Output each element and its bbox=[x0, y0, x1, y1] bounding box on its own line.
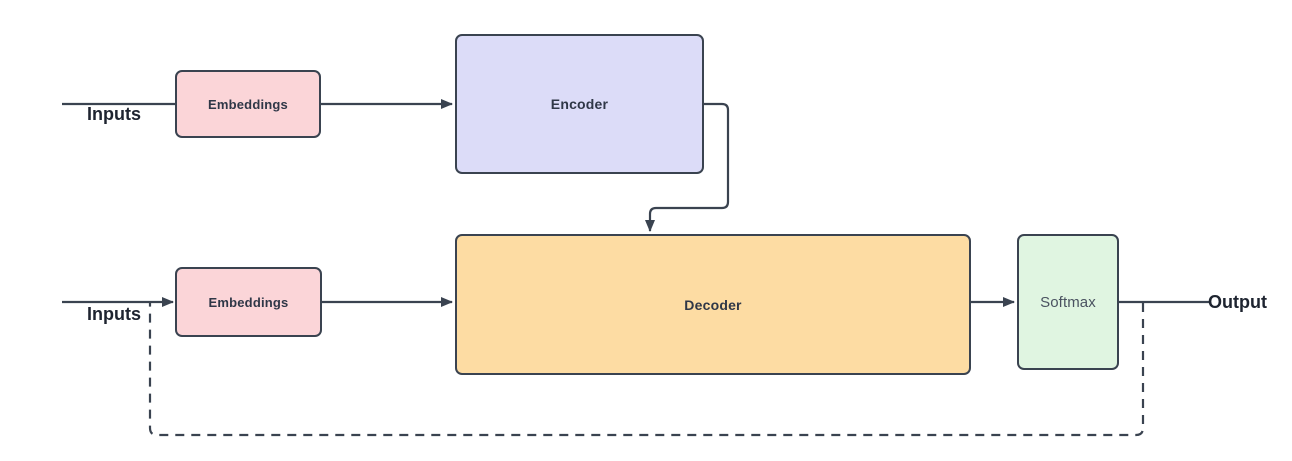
node-embeddings-bottom-label: Embeddings bbox=[208, 294, 289, 310]
edge-label-inputs-top: Inputs bbox=[87, 104, 141, 124]
node-decoder-label: Decoder bbox=[684, 296, 742, 313]
connector-feedback-loop-dashed bbox=[148, 303, 1145, 437]
node-softmax: Softmax bbox=[1017, 234, 1119, 370]
node-encoder: Encoder bbox=[455, 34, 704, 174]
node-decoder: Decoder bbox=[455, 234, 971, 375]
node-embeddings-top: Embeddings bbox=[175, 70, 321, 138]
node-embeddings-bottom: Embeddings bbox=[175, 267, 322, 337]
node-encoder-label: Encoder bbox=[550, 96, 609, 112]
edge-label-output: Output bbox=[1208, 292, 1267, 312]
node-softmax-label: Softmax bbox=[1040, 293, 1096, 311]
edge-label-inputs-bottom: Inputs bbox=[87, 304, 141, 324]
node-embeddings-top-label: Embeddings bbox=[207, 96, 288, 112]
connector-encoder-to-decoder-elbow bbox=[645, 102, 730, 232]
